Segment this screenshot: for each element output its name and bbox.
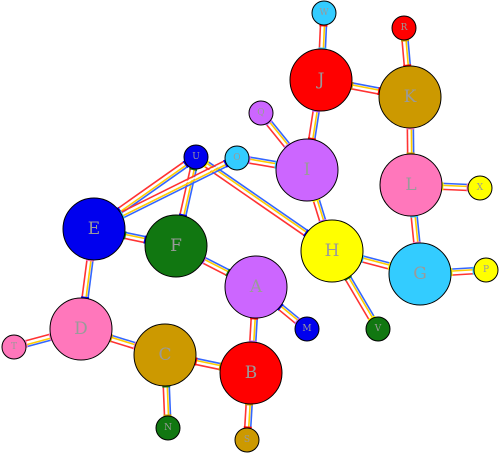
node-circle[interactable] — [388, 242, 452, 306]
node-circle[interactable] — [467, 175, 493, 201]
node-circle[interactable] — [224, 145, 250, 171]
node-label: E — [88, 219, 100, 239]
node-circle[interactable] — [275, 138, 339, 202]
node-label: A — [249, 277, 263, 297]
node-k[interactable]: K — [378, 65, 442, 129]
node-label: S — [244, 435, 250, 445]
node-circle[interactable] — [219, 341, 283, 405]
node-circle[interactable] — [248, 100, 274, 126]
node-label: K — [404, 87, 417, 107]
node-circle[interactable] — [300, 219, 364, 283]
node-v[interactable]: V — [365, 316, 391, 342]
node-label: Q — [257, 108, 264, 118]
node-circle[interactable] — [224, 255, 288, 319]
node-label: N — [164, 423, 172, 433]
node-circle[interactable] — [183, 144, 209, 170]
node-m[interactable]: M — [294, 316, 320, 342]
node-label: U — [192, 152, 200, 162]
node-w[interactable]: W — [311, 0, 337, 26]
node-circle[interactable] — [365, 316, 391, 342]
node-circle[interactable] — [378, 65, 442, 129]
node-circle[interactable] — [234, 427, 260, 453]
node-circle[interactable] — [62, 197, 126, 261]
node-circle[interactable] — [49, 297, 113, 361]
node-circle[interactable] — [391, 15, 417, 41]
node-x[interactable]: X — [467, 175, 493, 201]
node-label: J — [316, 70, 325, 90]
node-circle[interactable] — [473, 257, 499, 283]
node-r[interactable]: R — [391, 15, 417, 41]
node-a[interactable]: A — [224, 255, 288, 319]
node-label: R — [401, 23, 408, 33]
node-circle[interactable] — [289, 48, 353, 112]
node-t[interactable]: T — [1, 334, 27, 360]
node-label: I — [304, 160, 311, 180]
node-label: W — [319, 8, 329, 18]
node-label: H — [325, 241, 340, 261]
node-label: G — [413, 264, 427, 284]
node-g[interactable]: G — [388, 242, 452, 306]
node-j[interactable]: J — [289, 48, 353, 112]
node-u[interactable]: U — [183, 144, 209, 170]
node-b[interactable]: B — [219, 341, 283, 405]
node-circle[interactable] — [155, 415, 181, 441]
node-q[interactable]: Q — [248, 100, 274, 126]
node-label: L — [405, 175, 416, 195]
node-label: T — [11, 342, 17, 352]
node-p[interactable]: P — [473, 257, 499, 283]
node-circle[interactable] — [1, 334, 27, 360]
node-label: B — [245, 363, 258, 383]
node-s[interactable]: S — [234, 427, 260, 453]
node-label: M — [302, 324, 311, 334]
node-label: D — [74, 319, 88, 339]
node-circle[interactable] — [133, 323, 197, 387]
node-f[interactable]: F — [144, 214, 208, 278]
node-l[interactable]: L — [379, 153, 443, 217]
node-label: P — [483, 265, 489, 275]
node-circle[interactable] — [379, 153, 443, 217]
node-circle[interactable] — [144, 214, 208, 278]
node-label: X — [477, 183, 484, 193]
node-circle[interactable] — [294, 316, 320, 342]
node-c[interactable]: C — [133, 323, 197, 387]
node-h[interactable]: H — [300, 219, 364, 283]
node-label: O — [233, 153, 240, 163]
node-label: C — [158, 345, 171, 365]
node-circle[interactable] — [311, 0, 337, 26]
node-o[interactable]: O — [224, 145, 250, 171]
node-n[interactable]: N — [155, 415, 181, 441]
node-label: F — [170, 236, 182, 256]
node-d[interactable]: D — [49, 297, 113, 361]
node-i[interactable]: I — [275, 138, 339, 202]
node-label: V — [374, 324, 382, 334]
node-e[interactable]: E — [62, 197, 126, 261]
